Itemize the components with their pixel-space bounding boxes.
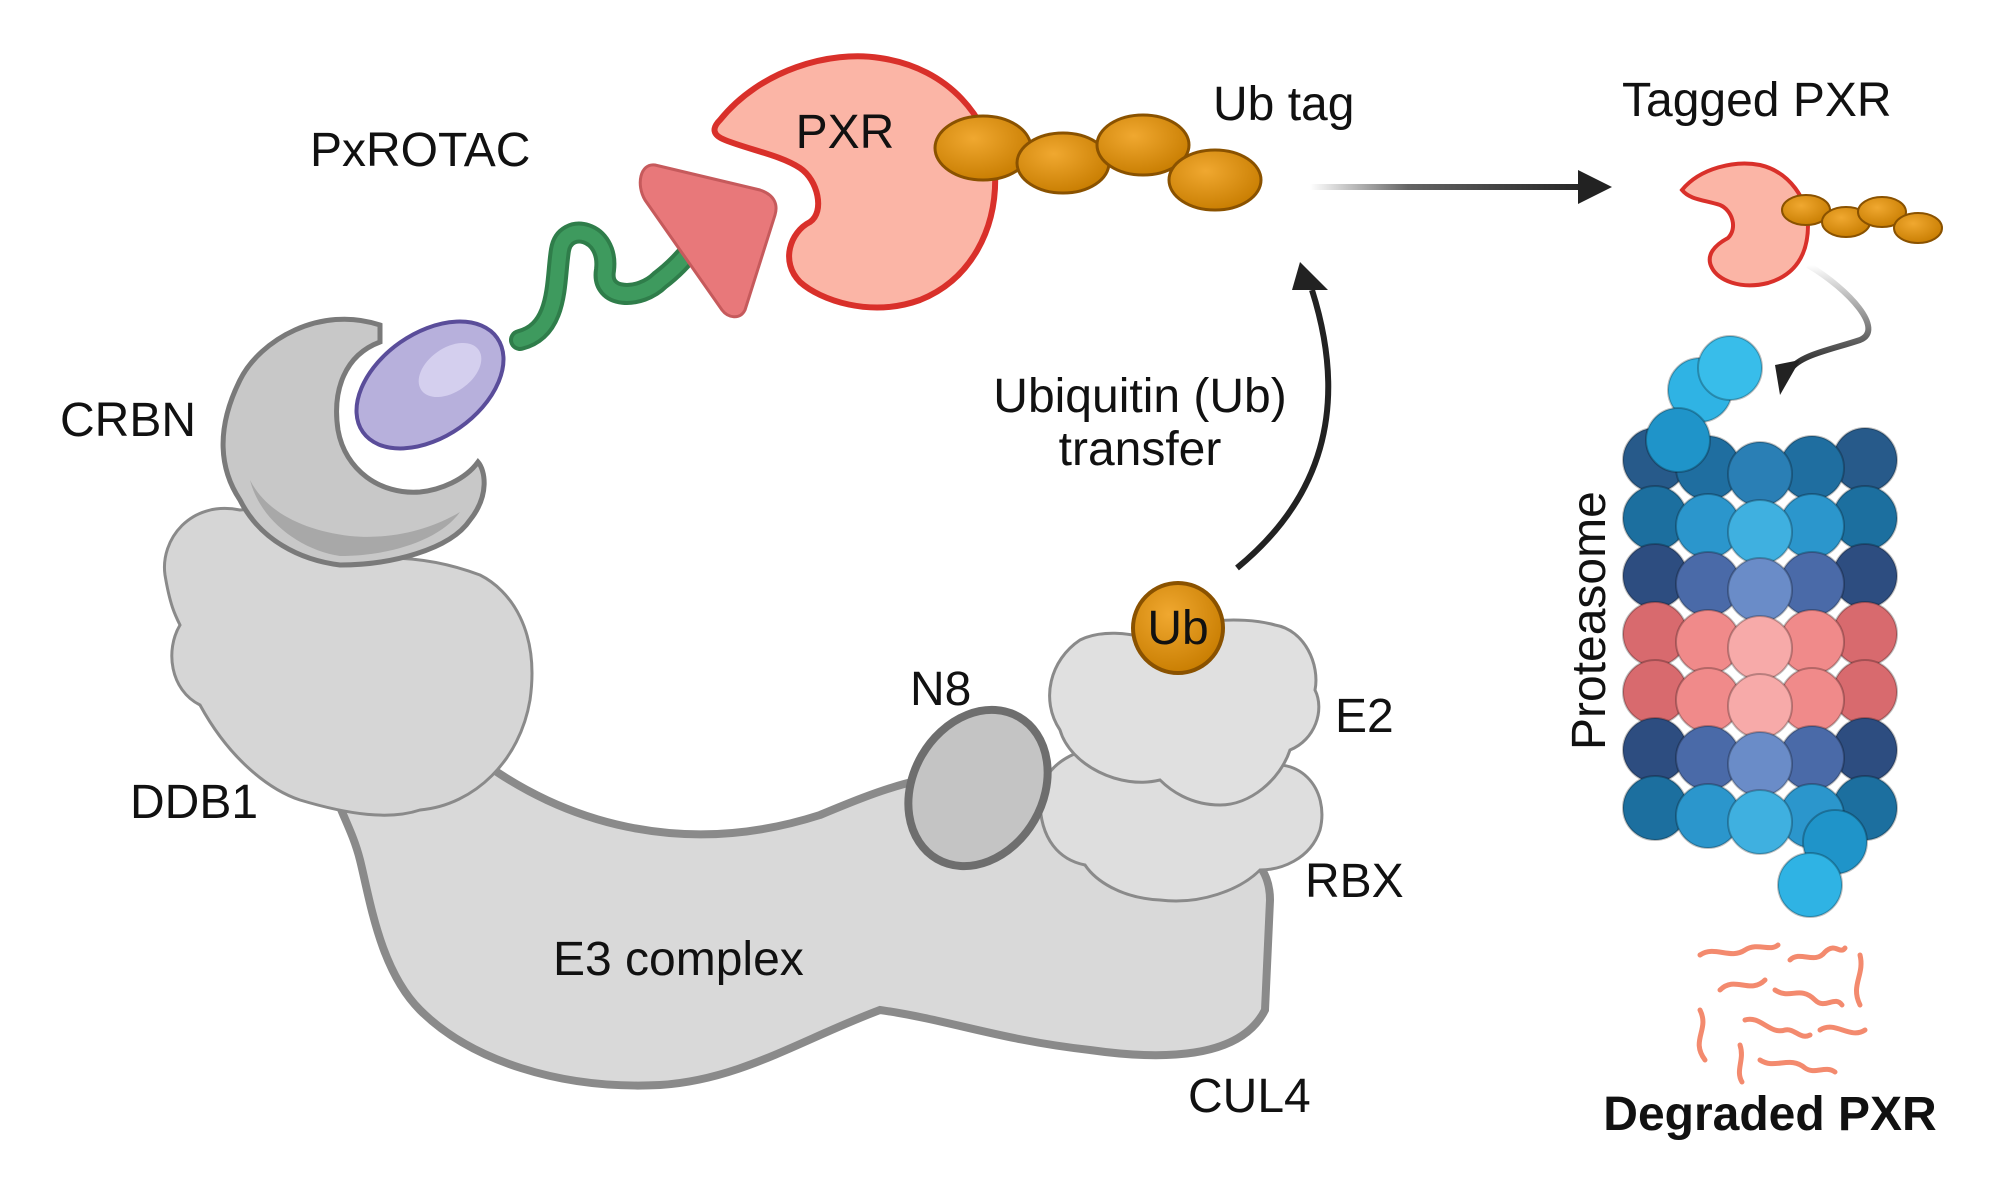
arrow-to-proteasome xyxy=(1775,262,1872,395)
proteasome-subunit xyxy=(1727,673,1793,739)
ub-bead xyxy=(1167,148,1263,212)
cul4-label: CUL4 xyxy=(1188,1070,1311,1123)
ub-bead xyxy=(1095,113,1191,177)
ub-bead xyxy=(933,114,1033,182)
fragment xyxy=(1736,1042,1745,1085)
fragment xyxy=(1757,1057,1838,1075)
fragment xyxy=(1717,977,1768,993)
proteasome-subunit xyxy=(1727,441,1793,507)
fragment xyxy=(1742,1016,1813,1039)
proteasome-cap-subunit xyxy=(1777,852,1843,918)
fragment xyxy=(1853,952,1864,1008)
ub-on-e2 xyxy=(1131,581,1225,675)
proteasome-subunit xyxy=(1727,615,1793,681)
proteasome-label: Proteasome xyxy=(1563,491,1616,750)
ub-tag-label: Ub tag xyxy=(1213,78,1354,131)
ub-transfer-label-line2: transfer xyxy=(1059,423,1222,476)
n8 xyxy=(904,705,1052,871)
proteasome-subunit xyxy=(1727,731,1793,797)
pxr-shape xyxy=(711,53,999,311)
ub-tag-chain xyxy=(933,113,1263,212)
fragment xyxy=(1817,1024,1868,1036)
e2-label: E2 xyxy=(1335,690,1394,743)
proteasome-subunit xyxy=(1727,557,1793,623)
proteasome-cap-subunit xyxy=(1697,335,1763,401)
fragment xyxy=(1787,945,1848,963)
ddb1-label: DDB1 xyxy=(130,776,258,829)
e3-complex xyxy=(162,316,1324,1090)
crbn-shadow xyxy=(250,480,460,556)
pxr-protein: PXR xyxy=(711,53,999,311)
proteasome-subunit xyxy=(1727,789,1793,855)
arrow-to-tagged xyxy=(1310,170,1612,204)
linker-core xyxy=(513,225,707,347)
ub-bead-small xyxy=(1893,212,1943,244)
degraded-pxr-label: Degraded PXR xyxy=(1603,1088,1936,1141)
ub-bead xyxy=(1015,131,1111,195)
pxrotac-molecule xyxy=(354,163,778,451)
e3-complex-label: E3 complex xyxy=(553,933,804,986)
crbn-binder-highlight xyxy=(418,343,482,397)
rbx-label: RBX xyxy=(1305,855,1404,908)
ub-bead-small xyxy=(1857,196,1907,228)
ub-label: Ub xyxy=(1147,602,1208,655)
crbn xyxy=(220,316,487,568)
ub-transfer-label-line1: Ubiquitin (Ub) xyxy=(993,370,1286,423)
tagged-pxr xyxy=(1679,161,1943,288)
arrow-ub-transfer xyxy=(1235,262,1332,571)
pxr-label: PXR xyxy=(796,106,895,159)
fragment xyxy=(1696,1007,1708,1063)
tagged-pxr-shape xyxy=(1679,161,1811,288)
ddb1 xyxy=(162,507,534,817)
proteasome xyxy=(1622,335,1898,918)
proteasome-subunit xyxy=(1727,499,1793,565)
pxrotac-label: PxROTAC xyxy=(310,124,530,177)
n8-label: N8 xyxy=(910,663,971,716)
crbn-label: CRBN xyxy=(60,394,196,447)
fragment xyxy=(1772,987,1845,1008)
degraded-fragments xyxy=(1696,942,1868,1085)
pxr-warhead xyxy=(638,163,778,319)
tagged-pxr-label: Tagged PXR xyxy=(1622,74,1892,127)
proteasome-cap-subunit xyxy=(1645,407,1711,473)
fragment xyxy=(1697,942,1781,958)
